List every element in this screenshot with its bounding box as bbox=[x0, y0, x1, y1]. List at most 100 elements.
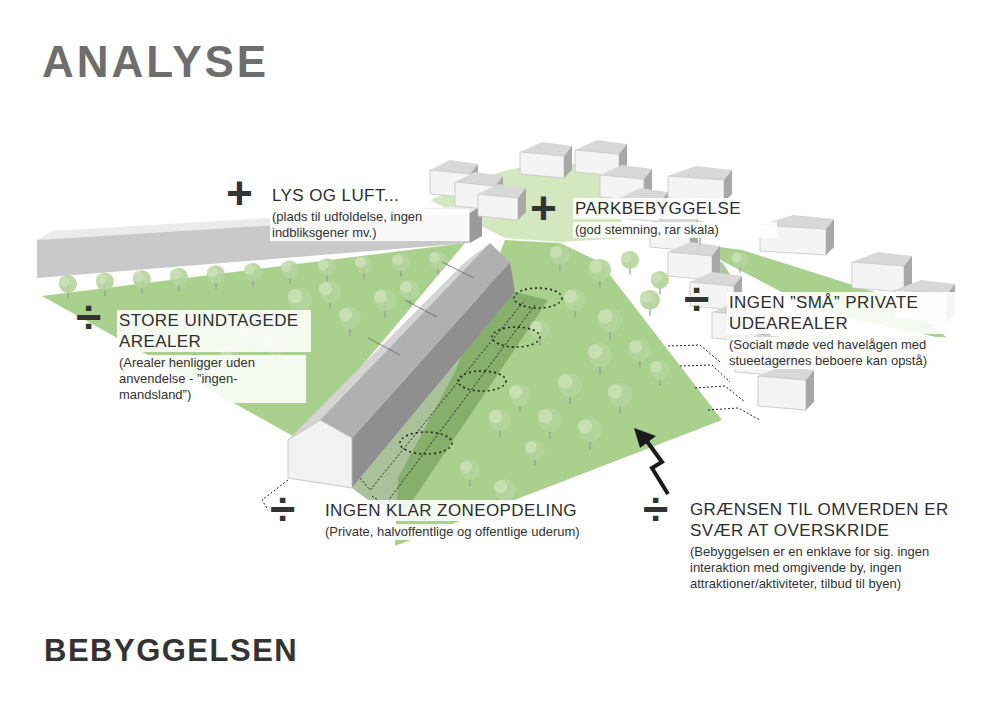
tree-crown bbox=[319, 281, 341, 303]
annotation-note: (Arealer henligger uden anvendelse - ”in… bbox=[117, 355, 306, 403]
building-roof bbox=[288, 243, 490, 440]
tree-crown bbox=[578, 418, 602, 442]
building-gable bbox=[288, 420, 352, 488]
annotation-heading: INGEN ”SMÅ” PRIVATE UDEAREALER bbox=[727, 292, 963, 334]
annotation-note: (Private, halvoffentlige og offentlige u… bbox=[323, 524, 587, 540]
annotation-note: (Socialt møde ved havelågen med stueetag… bbox=[727, 337, 976, 369]
tree-crown bbox=[564, 290, 577, 303]
tree-crown bbox=[489, 410, 502, 423]
tree-crown bbox=[355, 256, 373, 274]
house-side bbox=[518, 188, 526, 220]
house-wall bbox=[758, 376, 806, 410]
tree-crown bbox=[538, 408, 562, 432]
tree-crown bbox=[392, 254, 403, 265]
tree-crown bbox=[374, 289, 396, 311]
plus-minus-symbol: + bbox=[226, 170, 253, 216]
tree-crown bbox=[494, 480, 507, 493]
annotation-note: (Bebyggelsen er en enklave for sig. inge… bbox=[688, 544, 992, 592]
tree-crown bbox=[59, 276, 70, 287]
tree-crown bbox=[640, 290, 660, 310]
tree-crown bbox=[588, 344, 602, 358]
tree-crown bbox=[133, 270, 151, 288]
house-wall bbox=[852, 262, 904, 292]
plus-minus-symbol: ÷ bbox=[684, 276, 709, 322]
page-title: ANALYSE bbox=[42, 40, 269, 84]
tree-crown bbox=[732, 253, 742, 263]
tree-crown bbox=[170, 268, 188, 286]
tree-crown bbox=[530, 321, 542, 333]
tree-crown bbox=[558, 374, 572, 388]
tree-crown bbox=[640, 291, 652, 303]
tree-crown bbox=[281, 262, 292, 273]
tree-crown bbox=[288, 289, 302, 303]
tree-crown bbox=[59, 275, 77, 293]
tree-crown bbox=[318, 259, 329, 270]
tree-crown bbox=[629, 339, 651, 361]
tree-crown bbox=[550, 246, 562, 258]
tree-crown bbox=[509, 385, 522, 398]
tree-crown bbox=[288, 288, 312, 312]
tree-crown bbox=[525, 440, 545, 460]
tree-crown bbox=[629, 340, 642, 353]
tree-crown bbox=[578, 419, 592, 433]
tree-crown bbox=[489, 409, 511, 431]
tree-crown bbox=[170, 269, 181, 280]
tree-crown bbox=[460, 461, 472, 473]
tree-crown bbox=[651, 272, 662, 283]
tree-crown bbox=[207, 266, 218, 277]
tree-crown bbox=[732, 252, 748, 268]
building-roof bbox=[320, 243, 510, 438]
plus-minus-symbol: ÷ bbox=[643, 486, 668, 532]
tree-crown bbox=[400, 281, 412, 293]
tree-crown bbox=[460, 460, 480, 480]
trees bbox=[59, 221, 748, 508]
tree-crown bbox=[339, 307, 361, 329]
annotation-heading: STORE UINDTAGEDE AREALER bbox=[117, 310, 311, 352]
house-side bbox=[564, 146, 572, 178]
house-wall bbox=[478, 194, 518, 220]
tree-crown bbox=[96, 273, 114, 291]
tree-crown bbox=[589, 259, 611, 281]
tree-crown bbox=[429, 251, 447, 269]
plus-minus-symbol: ÷ bbox=[270, 486, 295, 532]
page-caption: BEBYGGELSEN bbox=[44, 635, 298, 666]
annotation-note: (plads til udfoldelse, ingen indbliksgen… bbox=[270, 209, 469, 241]
tree-crown bbox=[525, 441, 537, 453]
tree-crown bbox=[494, 479, 516, 501]
tree-crown bbox=[392, 253, 410, 271]
annotation-heading: GRÆNSEN TIL OMVERDEN ER SVÆR AT OVERSKRI… bbox=[688, 499, 982, 541]
zone-lines bbox=[262, 300, 760, 510]
tree-crown bbox=[558, 373, 582, 397]
dotted-ellipses bbox=[400, 288, 562, 454]
tree-crown bbox=[608, 383, 632, 407]
annotation-note: (god stemning, rar skala) bbox=[573, 222, 777, 238]
annotation-heading: LYS OG LUFT... bbox=[270, 185, 401, 206]
tree-crown bbox=[598, 309, 612, 323]
tree-crown bbox=[318, 258, 336, 276]
tree-crown bbox=[96, 274, 107, 285]
tree-crown bbox=[621, 252, 632, 263]
tree-crown bbox=[538, 409, 552, 423]
tree-crown bbox=[650, 360, 670, 380]
annotation-heading: PARKBEBYGGELSE bbox=[573, 198, 743, 219]
plus-minus-symbol: + bbox=[530, 185, 557, 231]
tree-crown bbox=[651, 271, 669, 289]
tree-crown bbox=[244, 264, 255, 275]
tree-crown bbox=[319, 282, 332, 295]
arrow-head bbox=[634, 428, 656, 448]
house-side bbox=[806, 370, 814, 410]
tree-crown bbox=[133, 271, 144, 282]
plus-minus-symbol: ÷ bbox=[76, 294, 101, 340]
annotation-heading: INGEN KLAR ZONEOPDELING bbox=[323, 500, 579, 521]
tree-crown bbox=[621, 251, 639, 269]
tree-crown bbox=[339, 308, 352, 321]
tree-crown bbox=[429, 252, 440, 263]
tree-crown bbox=[550, 245, 570, 265]
tree-crown bbox=[207, 265, 225, 283]
tree-crown bbox=[564, 289, 586, 311]
house-side bbox=[826, 219, 834, 255]
tree-crown bbox=[400, 280, 420, 300]
tree-crown bbox=[374, 290, 387, 303]
tree-crown bbox=[650, 361, 662, 373]
roof-lines bbox=[368, 262, 474, 355]
